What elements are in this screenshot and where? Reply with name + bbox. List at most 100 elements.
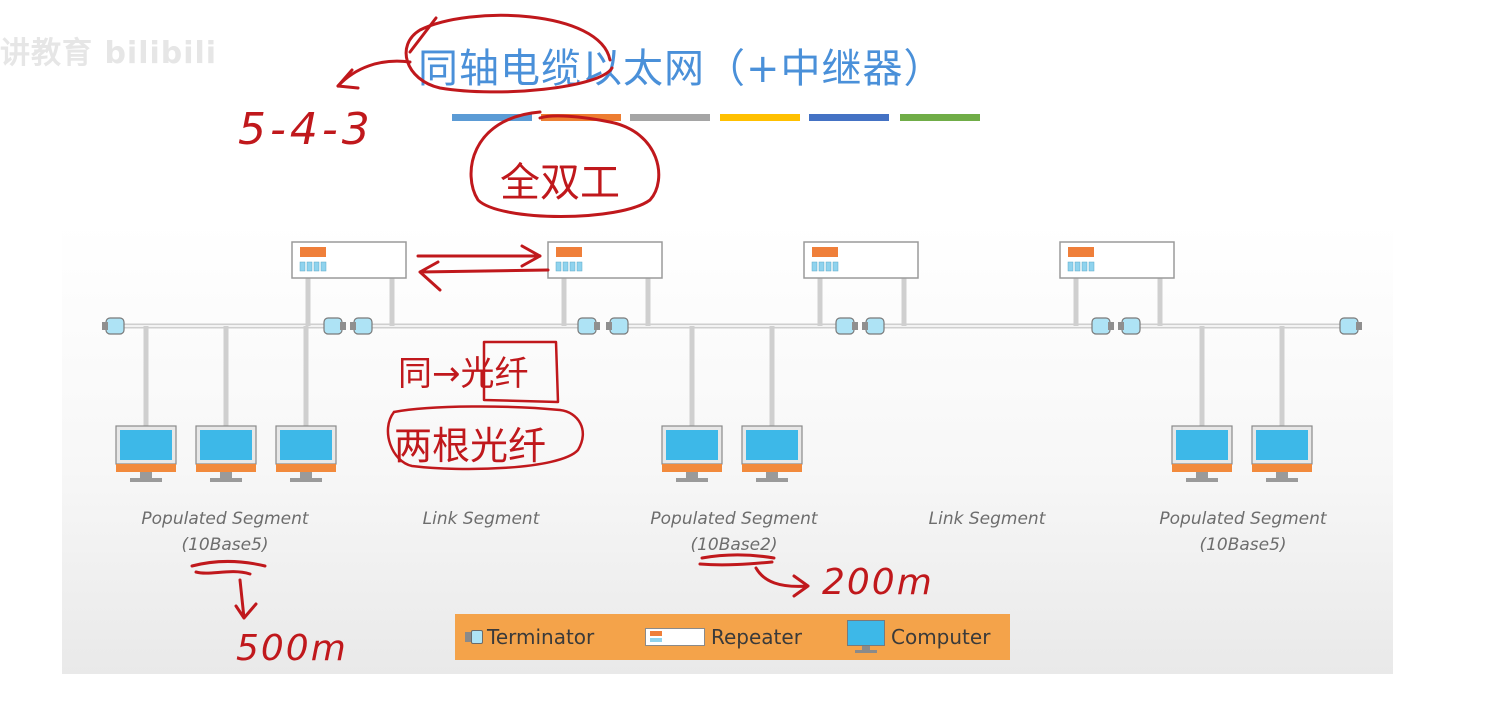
segment-label-1-type: (10Base5) bbox=[181, 535, 269, 555]
segment-label-5-type: (10Base5) bbox=[1199, 535, 1287, 555]
computer-stand bbox=[220, 472, 232, 478]
computer-screen bbox=[1256, 430, 1308, 460]
two-fibers-circle-mark bbox=[386, 405, 585, 471]
terminator-icon bbox=[353, 317, 373, 335]
underline-500-a bbox=[190, 560, 267, 568]
terminator-icon bbox=[465, 632, 471, 642]
computer-screen bbox=[120, 430, 172, 460]
computer-base bbox=[276, 464, 336, 472]
bilibili-watermark: 讲教育 bilibili bbox=[0, 36, 218, 71]
repeater-port bbox=[811, 261, 818, 272]
legend-computer: Computer bbox=[847, 614, 990, 660]
repeater-port bbox=[818, 261, 825, 272]
color-bar-4 bbox=[720, 114, 800, 121]
down-arrow-500 bbox=[234, 578, 258, 620]
repeater-port bbox=[299, 261, 306, 272]
slide-title: 同轴电缆以太网（+中继器） bbox=[418, 46, 945, 92]
annotation-500m: 500m bbox=[236, 628, 348, 669]
segment-label-4-title: Link Segment bbox=[928, 509, 1046, 529]
segment-label-3: Populated Segment (10Base2) bbox=[639, 506, 829, 558]
terminator-cap bbox=[1108, 322, 1114, 330]
repeater-display bbox=[300, 247, 326, 257]
left-arrow-mark bbox=[418, 260, 550, 292]
right-arrow-mark bbox=[416, 244, 542, 268]
computer-screen bbox=[746, 430, 798, 460]
legend-repeater: Repeater bbox=[645, 614, 802, 660]
computer-base bbox=[1172, 464, 1232, 472]
segment-label-3-title: Populated Segment bbox=[650, 509, 818, 529]
terminator-cap bbox=[852, 322, 858, 330]
terminator-cap bbox=[862, 322, 868, 330]
repeater-port bbox=[832, 261, 839, 272]
legend-computer-label: Computer bbox=[891, 625, 991, 649]
repeater-port bbox=[306, 261, 313, 272]
computer-foot bbox=[756, 478, 788, 482]
repeater-port bbox=[320, 261, 327, 272]
title-circle-mark bbox=[404, 13, 614, 94]
computer-stand bbox=[1276, 472, 1288, 478]
title-circle-tail bbox=[408, 16, 438, 54]
fiber-box-mark bbox=[482, 340, 560, 404]
segment-label-4: Link Segment bbox=[902, 506, 1072, 532]
repeater-port bbox=[1067, 261, 1074, 272]
terminator-icon bbox=[1339, 317, 1359, 335]
full-duplex-circle-mark bbox=[469, 110, 661, 218]
segment-label-1: Populated Segment (10Base5) bbox=[130, 506, 320, 558]
terminator-icon bbox=[1091, 317, 1111, 335]
computer-stand bbox=[766, 472, 778, 478]
repeater-port bbox=[825, 261, 832, 272]
computer-screen bbox=[1176, 430, 1228, 460]
legend-terminator: Terminator bbox=[465, 614, 594, 660]
underline-500-b bbox=[194, 570, 252, 576]
terminator-cap bbox=[340, 322, 346, 330]
segment-label-2-title: Link Segment bbox=[422, 509, 540, 529]
repeater-port bbox=[1074, 261, 1081, 272]
terminator-icon bbox=[835, 317, 855, 335]
computer-foot bbox=[210, 478, 242, 482]
computer-stand bbox=[300, 472, 312, 478]
annotation-two-fibers: 两根光纤 bbox=[394, 424, 547, 468]
computer-base bbox=[116, 464, 176, 472]
computer-foot bbox=[1186, 478, 1218, 482]
repeater-display bbox=[1068, 247, 1094, 257]
computer-screen bbox=[280, 430, 332, 460]
terminator-icon bbox=[577, 317, 597, 335]
computer-stand bbox=[1196, 472, 1208, 478]
segment-label-5: Populated Segment (10Base5) bbox=[1148, 506, 1338, 558]
computer-stand bbox=[140, 472, 152, 478]
segment-label-5-title: Populated Segment bbox=[1159, 509, 1327, 529]
repeater-icon bbox=[803, 241, 919, 279]
repeater-port bbox=[569, 261, 576, 272]
repeater-port bbox=[1081, 261, 1088, 272]
terminator-cap bbox=[606, 322, 612, 330]
rule-arrow-head bbox=[336, 68, 360, 90]
computer-foot bbox=[1266, 478, 1298, 482]
computer-stand bbox=[686, 472, 698, 478]
legend-terminator-label: Terminator bbox=[487, 625, 595, 649]
terminator-icon bbox=[323, 317, 343, 335]
repeater-port bbox=[555, 261, 562, 272]
terminator-icon bbox=[1121, 317, 1141, 335]
segment-label-2: Link Segment bbox=[396, 506, 566, 532]
annotation-200m: 200m bbox=[822, 562, 934, 603]
computer-foot bbox=[290, 478, 322, 482]
annotation-5-4-3: 5-4-3 bbox=[238, 104, 374, 155]
computer-icon bbox=[847, 620, 885, 654]
color-bar-6 bbox=[900, 114, 980, 121]
terminator-cap bbox=[1118, 322, 1124, 330]
annotation-coax-to-fiber: 同→光纤 bbox=[398, 354, 529, 394]
color-bar-3 bbox=[630, 114, 710, 121]
terminator-icon-body bbox=[471, 630, 483, 644]
terminator-cap bbox=[102, 322, 108, 330]
legend-repeater-label: Repeater bbox=[711, 625, 802, 649]
terminator-cap bbox=[350, 322, 356, 330]
repeater-port bbox=[576, 261, 583, 272]
repeater-port bbox=[313, 261, 320, 272]
repeater-display bbox=[556, 247, 582, 257]
terminator-cap bbox=[1356, 322, 1362, 330]
terminator-cap bbox=[594, 322, 600, 330]
computer-screen bbox=[200, 430, 252, 460]
color-bar-5 bbox=[809, 114, 889, 121]
terminator-icon bbox=[609, 317, 629, 335]
